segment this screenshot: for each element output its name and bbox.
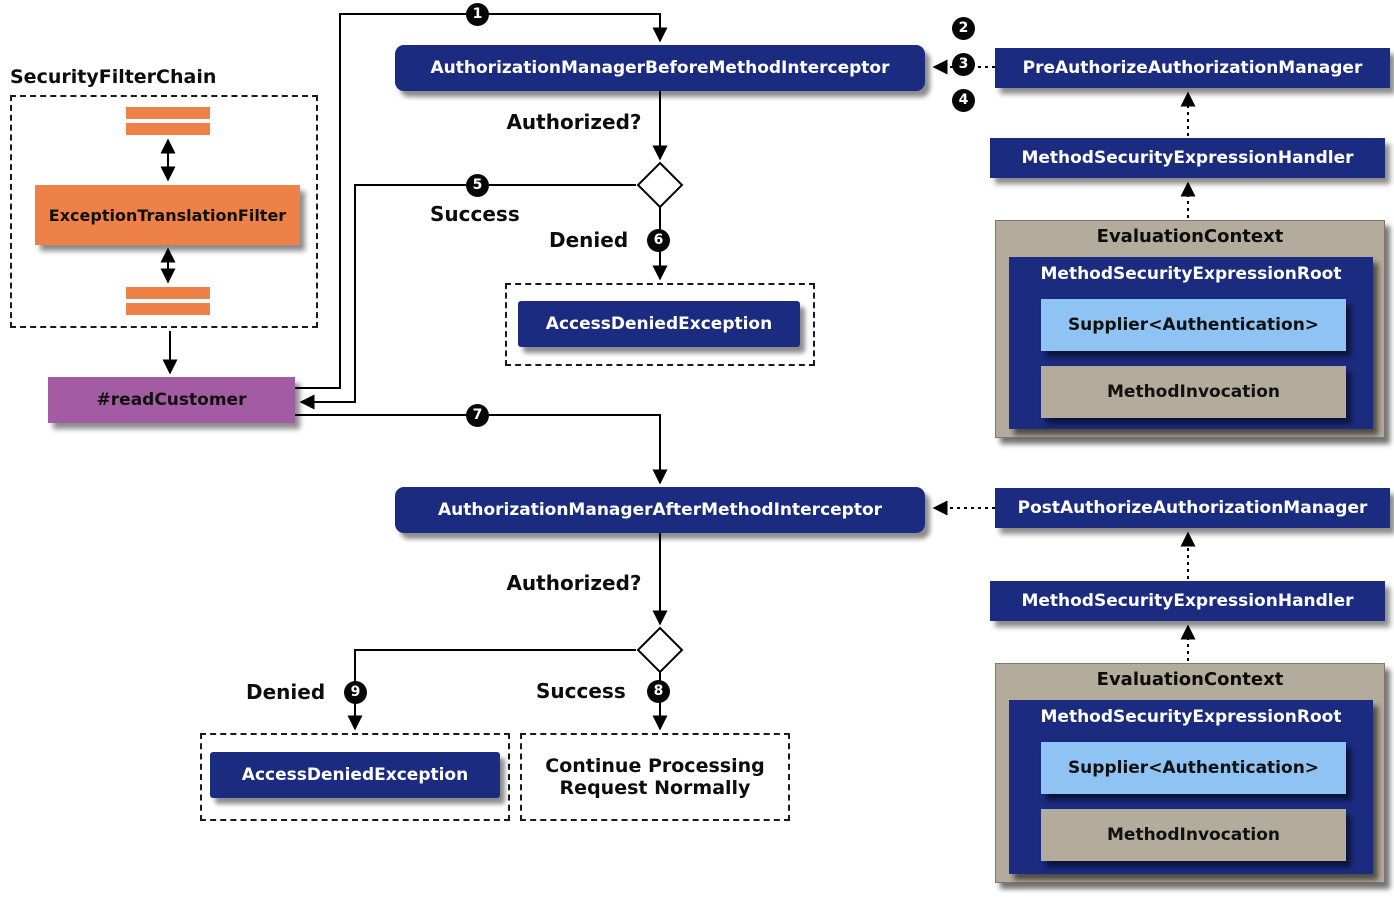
- step-5-badge: 5: [466, 174, 489, 197]
- step-4-badge: 4: [952, 89, 975, 112]
- step-7-badge: 7: [466, 404, 489, 427]
- supplier-authentication-label-1: Supplier<Authentication>: [1067, 315, 1320, 335]
- after-method-interceptor-label: AuthorizationManagerAfterMethodIntercept…: [437, 500, 883, 520]
- filter-bar-4: [126, 303, 210, 315]
- denied-label-2: Denied: [246, 680, 326, 704]
- exception-translation-filter-label: ExceptionTranslationFilter: [48, 205, 287, 225]
- expression-root-title-2: MethodSecurityExpressionRoot: [1040, 707, 1342, 727]
- access-denied-box-2: AccessDeniedException: [210, 752, 500, 798]
- supplier-authentication-box-2: Supplier<Authentication>: [1041, 742, 1346, 794]
- evaluation-context-box-1: EvaluationContext MethodSecurityExpressi…: [995, 220, 1385, 438]
- read-customer-box: #readCustomer: [48, 377, 295, 423]
- authorized-question-1: Authorized?: [506, 110, 642, 134]
- expression-handler-label-1: MethodSecurityExpressionHandler: [1021, 148, 1354, 168]
- supplier-authentication-label-2: Supplier<Authentication>: [1067, 758, 1320, 778]
- filter-bar-3: [126, 287, 210, 299]
- expression-root-box-1: MethodSecurityExpressionRoot Supplier<Au…: [1009, 257, 1373, 429]
- step-3-badge: 3: [952, 53, 975, 76]
- success-label-2: Success: [536, 679, 626, 703]
- step-8-badge: 8: [647, 680, 670, 703]
- step-9-badge: 9: [344, 681, 367, 704]
- decision-diamond-2: [636, 626, 684, 674]
- arrow-call-to-before-interceptor: [295, 13, 668, 389]
- continue-processing-box: Continue Processing Request Normally: [520, 733, 790, 821]
- pre-authorize-manager-box: PreAuthorizeAuthorizationManager: [995, 48, 1390, 88]
- supplier-authentication-box-1: Supplier<Authentication>: [1041, 299, 1346, 351]
- expression-handler-box-2: MethodSecurityExpressionHandler: [990, 581, 1385, 621]
- evaluation-context-title-1: EvaluationContext: [1096, 226, 1284, 247]
- before-method-interceptor-box: AuthorizationManagerBeforeMethodIntercep…: [395, 45, 925, 91]
- after-method-interceptor-box: AuthorizationManagerAfterMethodIntercept…: [395, 487, 925, 533]
- read-customer-label: #readCustomer: [96, 390, 247, 410]
- step-1-badge: 1: [466, 3, 489, 26]
- expression-handler-box-1: MethodSecurityExpressionHandler: [990, 138, 1385, 178]
- evaluation-context-title-2: EvaluationContext: [1096, 669, 1284, 690]
- expression-root-title-1: MethodSecurityExpressionRoot: [1040, 264, 1342, 284]
- denied-label-1: Denied: [549, 228, 629, 252]
- security-filter-chain-box: [10, 95, 318, 328]
- arrow-method-to-after-interceptor: [295, 414, 668, 485]
- security-filter-chain-title: SecurityFilterChain: [10, 66, 217, 88]
- method-invocation-box-2: MethodInvocation: [1041, 809, 1346, 861]
- expression-root-box-2: MethodSecurityExpressionRoot Supplier<Au…: [1009, 700, 1373, 874]
- access-denied-container-2: AccessDeniedException: [200, 733, 510, 821]
- post-authorize-manager-label: PostAuthorizeAuthorizationManager: [1017, 498, 1368, 518]
- evaluation-context-box-2: EvaluationContext MethodSecurityExpressi…: [995, 663, 1385, 883]
- pre-authorize-manager-label: PreAuthorizeAuthorizationManager: [1022, 58, 1363, 78]
- access-denied-label-1: AccessDeniedException: [545, 314, 773, 334]
- step-6-badge: 6: [647, 229, 670, 252]
- before-method-interceptor-label: AuthorizationManagerBeforeMethodIntercep…: [430, 58, 890, 78]
- access-denied-box-1: AccessDeniedException: [518, 301, 800, 347]
- exception-translation-filter-box: ExceptionTranslationFilter: [35, 185, 300, 245]
- method-invocation-box-1: MethodInvocation: [1041, 366, 1346, 418]
- solid-arrows: [160, 13, 668, 731]
- arrow-success-to-method: [299, 184, 636, 410]
- access-denied-label-2: AccessDeniedException: [241, 765, 469, 785]
- step-2-badge: 2: [952, 17, 975, 40]
- success-label-1: Success: [430, 202, 520, 226]
- decision-diamond-1: [636, 161, 684, 209]
- continue-processing-label: Continue Processing Request Normally: [545, 755, 765, 799]
- authorized-question-2: Authorized?: [506, 571, 642, 595]
- filter-bar-2: [126, 123, 210, 135]
- method-invocation-label-1: MethodInvocation: [1107, 382, 1280, 402]
- expression-handler-label-2: MethodSecurityExpressionHandler: [1021, 591, 1354, 611]
- filter-bar-1: [126, 107, 210, 119]
- post-authorize-manager-box: PostAuthorizeAuthorizationManager: [995, 488, 1390, 528]
- method-invocation-label-2: MethodInvocation: [1107, 825, 1280, 845]
- access-denied-container-1: AccessDeniedException: [505, 283, 815, 366]
